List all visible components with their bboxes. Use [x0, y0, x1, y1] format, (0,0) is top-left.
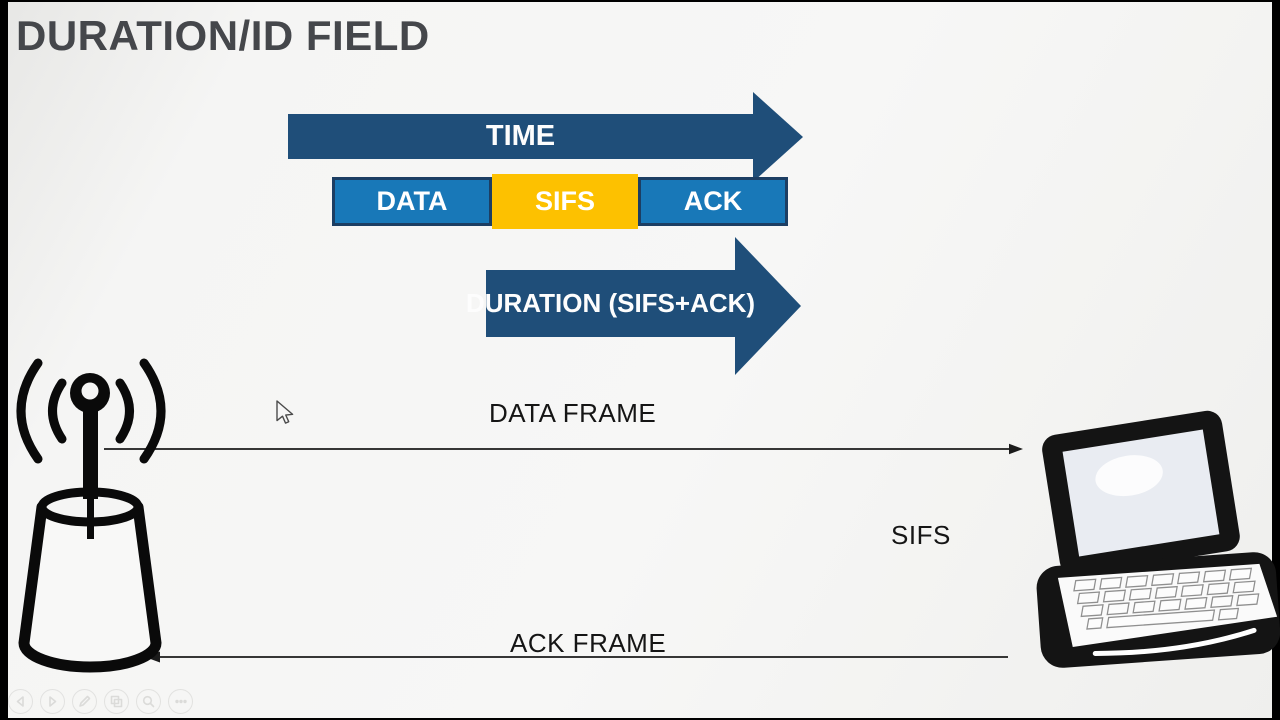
duration-arrow: DURATION (SIFS+ACK): [466, 237, 802, 375]
letterbox-bottom: [0, 718, 1280, 720]
mouse-pointer-icon: [276, 400, 294, 424]
frames-icon[interactable]: [104, 689, 129, 714]
ack-frame-label: ACK FRAME: [510, 628, 667, 658]
player-controls: [8, 689, 193, 714]
data-frame-label: DATA FRAME: [489, 398, 657, 428]
data-frame-arrow: [104, 443, 1023, 455]
back-icon[interactable]: [8, 689, 33, 714]
frame-sequence-bar: DATA SIFS ACK: [332, 174, 788, 229]
ack-frame-arrow: [145, 651, 1008, 663]
segment-data: DATA: [332, 177, 492, 226]
play-icon[interactable]: [40, 689, 65, 714]
zoom-icon[interactable]: [136, 689, 161, 714]
pen-icon[interactable]: [72, 689, 97, 714]
letterbox-top: [0, 0, 1280, 2]
segment-sifs: SIFS: [492, 174, 638, 229]
sifs-label: SIFS: [891, 520, 951, 550]
duration-arrow-head: [735, 237, 801, 375]
laptop-icon: [1036, 410, 1280, 668]
page-title: DURATION/ID FIELD: [16, 12, 430, 59]
time-arrow-head: [753, 92, 803, 182]
more-icon[interactable]: [168, 689, 193, 714]
time-arrow: TIME: [288, 92, 803, 182]
duration-arrow-label: DURATION (SIFS+ACK): [466, 270, 755, 337]
segment-ack: ACK: [638, 177, 788, 226]
letterbox-right: [1272, 0, 1280, 720]
letterbox-left: [0, 0, 8, 720]
time-arrow-label: TIME: [288, 114, 753, 159]
wireless-antenna-icon: [16, 358, 166, 673]
